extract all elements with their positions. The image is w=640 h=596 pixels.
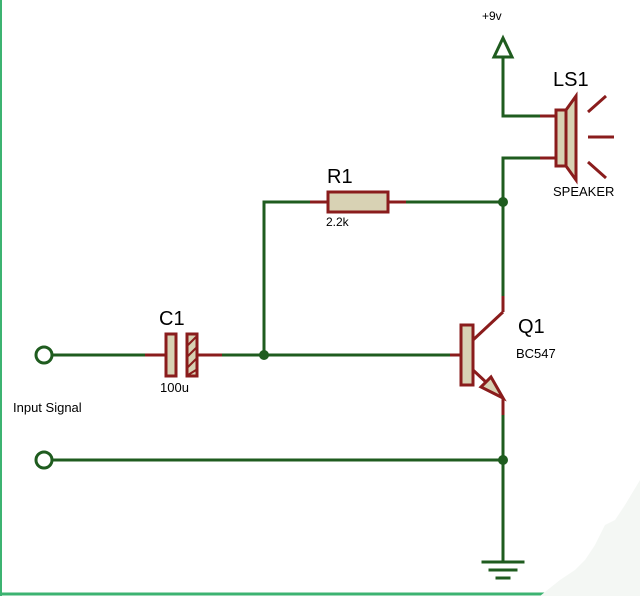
resistor-r1 (310, 190, 406, 214)
capacitor-c1 (145, 332, 222, 378)
speaker-value: SPEAKER (553, 184, 614, 199)
junction-collector (498, 197, 508, 207)
input-terminal-bottom (34, 450, 54, 470)
wires (49, 46, 557, 562)
wire-speaker-collector (501, 156, 557, 204)
junction-ground (498, 455, 508, 465)
capacitor-ref: C1 (159, 308, 185, 330)
input-label: Input Signal (13, 400, 82, 415)
speaker-ls1 (540, 91, 614, 185)
transistor-ref: Q1 (518, 316, 545, 338)
power-label: +9v (482, 9, 502, 23)
wire-power-speaker (501, 46, 557, 118)
ground-icon (481, 560, 525, 580)
power-arrow-icon (491, 34, 515, 59)
junction-base (259, 350, 269, 360)
input-terminals (34, 345, 54, 470)
junctions (259, 197, 508, 465)
transistor-value: BC547 (516, 346, 556, 361)
torn-edge (540, 480, 640, 596)
transistor-q1 (450, 296, 507, 415)
resistor-value: 2.2k (326, 215, 350, 229)
speaker-ref: LS1 (553, 69, 589, 91)
capacitor-value: 100u (160, 380, 189, 395)
resistor-ref: R1 (327, 166, 353, 188)
wire-r1-left (262, 200, 328, 357)
input-terminal-top (34, 345, 54, 365)
